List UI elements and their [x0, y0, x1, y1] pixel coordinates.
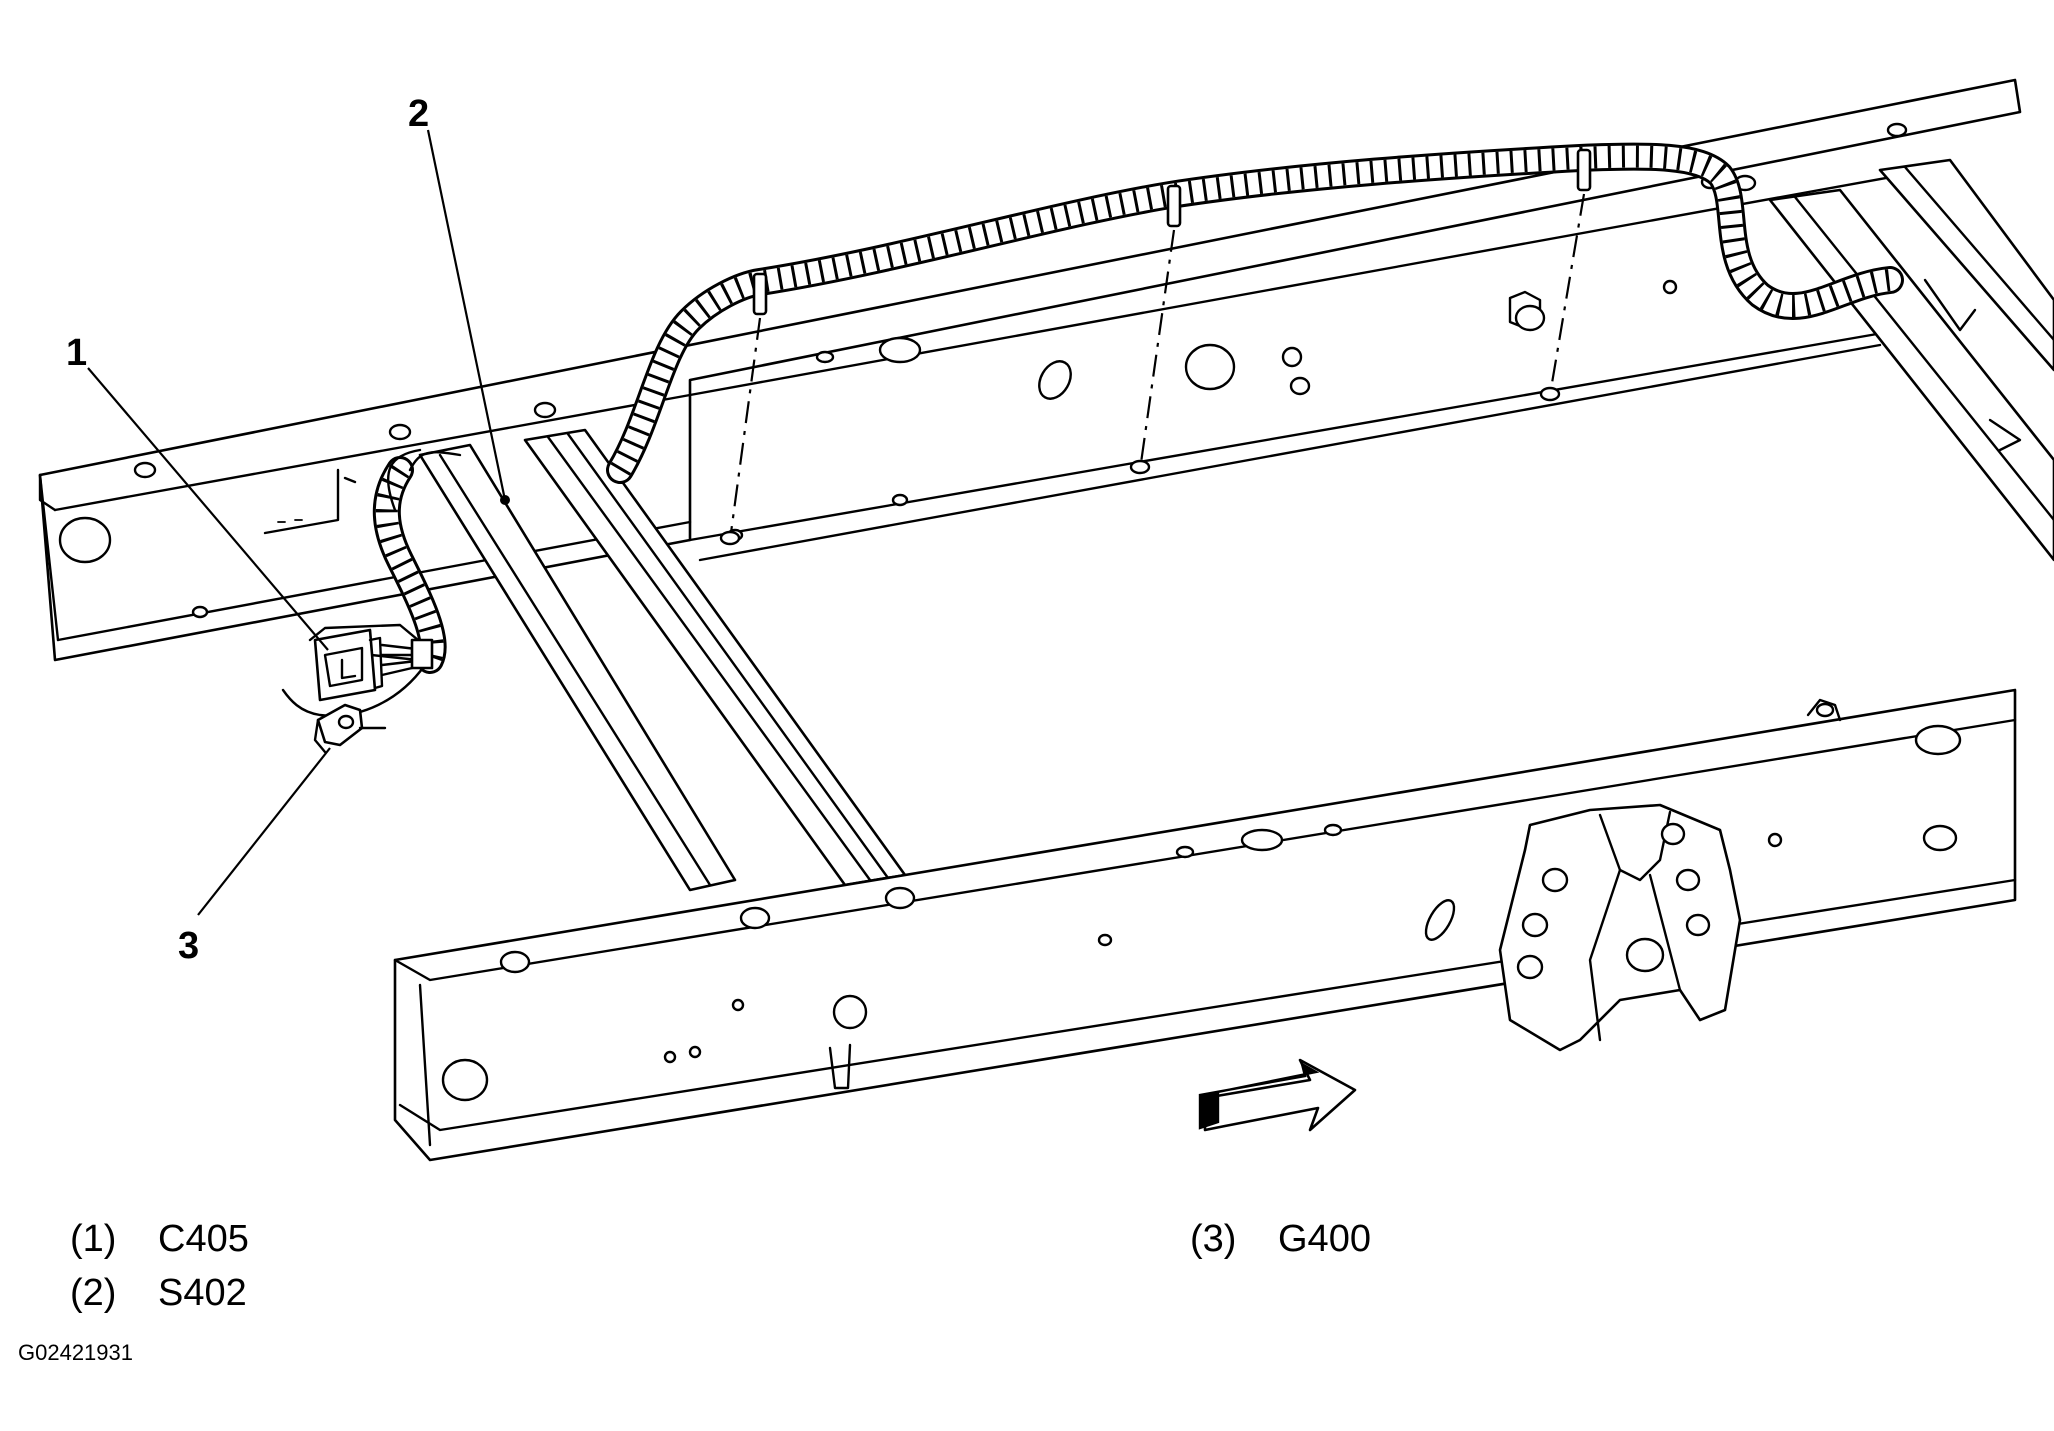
wiring-harness: [263, 142, 1904, 717]
legend-item-3: (3) G400: [1190, 1218, 1371, 1261]
legend-label: C405: [158, 1218, 249, 1260]
callout-1: 1: [66, 332, 87, 374]
legend-number: (3): [1190, 1218, 1237, 1260]
callout-leaders: [87, 129, 507, 916]
connector-c405: [313, 628, 434, 702]
callout-2: 2: [408, 93, 429, 135]
figure-id: G02421931: [18, 1340, 133, 1365]
legend-label: S402: [158, 1272, 247, 1314]
forward-arrow-icon: [1198, 1058, 1357, 1132]
legend-label: G400: [1278, 1218, 1371, 1260]
legend-item-1: (1) C405: [70, 1218, 249, 1261]
legend-number: (1): [70, 1218, 117, 1260]
left-frame-rail: [38, 78, 2022, 662]
legend-number: (2): [70, 1272, 117, 1314]
legend-item-2: (2) S402: [70, 1272, 247, 1315]
callout-3: 3: [178, 925, 199, 967]
right-frame-rail: [393, 688, 2017, 1162]
ground-g400: [313, 703, 387, 754]
